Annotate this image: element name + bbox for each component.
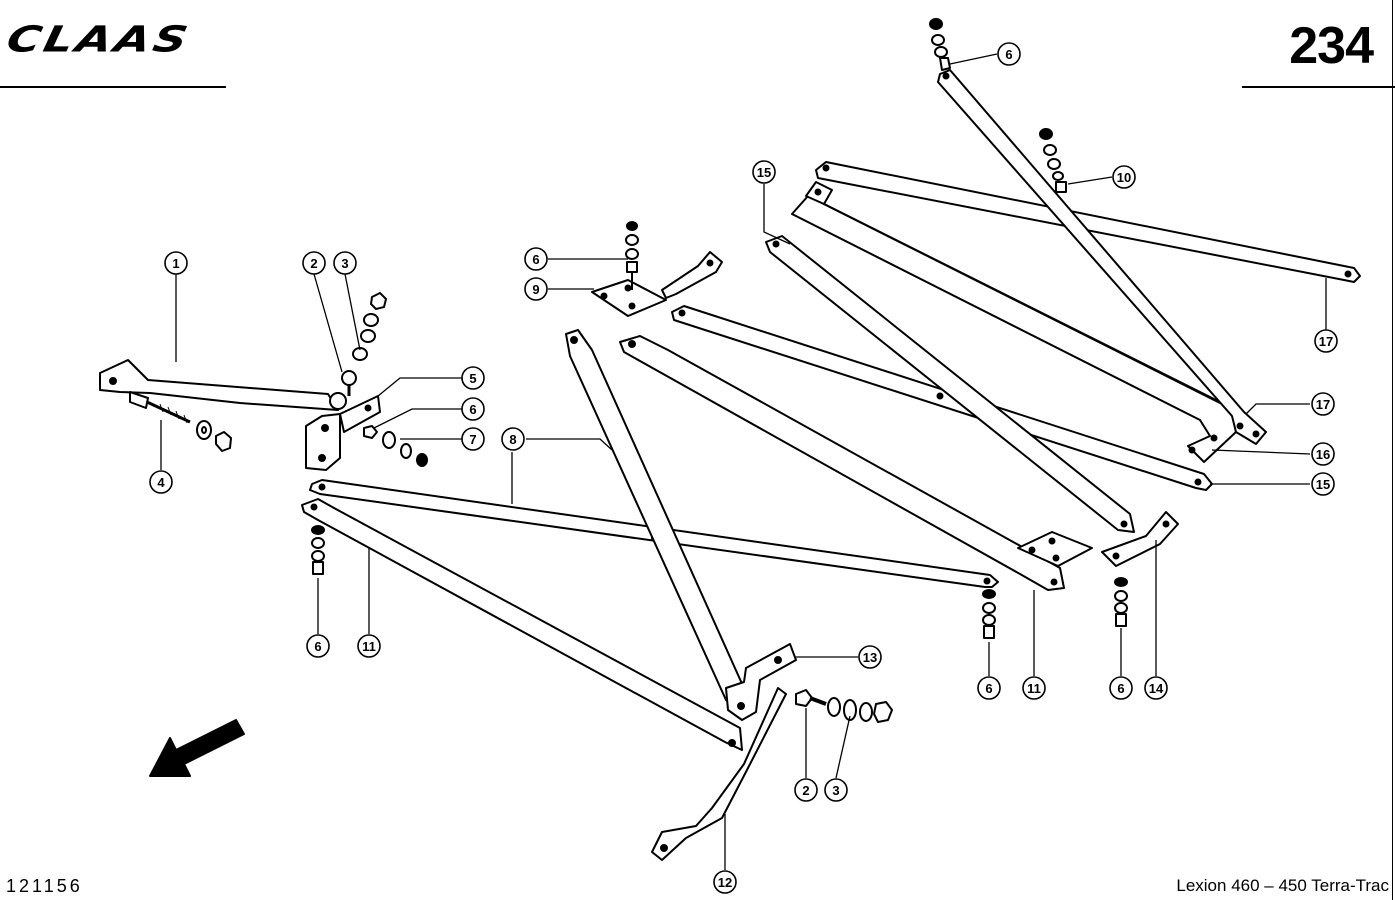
svg-text:15: 15: [1316, 477, 1330, 492]
svg-text:16: 16: [1316, 447, 1330, 462]
page-number: 234: [1289, 17, 1374, 75]
callout-15: 15: [1311, 472, 1335, 496]
svg-text:9: 9: [532, 282, 539, 297]
callout-5: 5: [461, 366, 485, 390]
callout-9: 9: [524, 277, 548, 301]
direction-arrow: [149, 719, 245, 777]
callout-10: 10: [1112, 165, 1136, 189]
callout-17: 17: [1311, 392, 1335, 416]
callout-6: 6: [1109, 676, 1133, 700]
svg-text:5: 5: [469, 371, 476, 386]
part-3-washers-upper: [352, 292, 387, 361]
part-6-hardware-lower-left: [311, 525, 325, 575]
callout-3: 3: [333, 251, 357, 275]
svg-text:10: 10: [1117, 170, 1131, 185]
svg-text:3: 3: [832, 783, 839, 798]
callout-2: 2: [302, 251, 326, 275]
part-6-hardware-top-left: [625, 221, 639, 290]
part-17-strut-diagonal: [937, 69, 1267, 445]
part-6-hardware-lower-middle: [982, 589, 996, 639]
part-1-brace: [99, 359, 339, 411]
part-6-hardware-lower-right: [1114, 577, 1128, 627]
svg-text:11: 11: [362, 639, 376, 654]
svg-text:1: 1: [172, 256, 179, 271]
svg-text:7: 7: [469, 432, 476, 447]
callout-7: 7: [461, 427, 485, 451]
svg-text:6: 6: [314, 639, 321, 654]
callout-6: 6: [306, 634, 330, 658]
part-11-strut-right: [619, 335, 1065, 591]
part-15-strut-upper: [765, 235, 1135, 533]
part-9-plate: [591, 279, 667, 317]
callout-4: 4: [149, 470, 173, 494]
callout-12: 12: [713, 870, 737, 894]
frame-border: [1392, 0, 1393, 900]
svg-text:4: 4: [157, 475, 165, 490]
svg-text:6: 6: [532, 252, 539, 267]
callout-15: 15: [752, 160, 776, 184]
callout-2: 2: [794, 778, 818, 802]
part-4-bolt: [129, 391, 191, 424]
svg-text:15: 15: [757, 165, 771, 180]
svg-text:11: 11: [1027, 681, 1041, 696]
svg-text:6: 6: [985, 681, 992, 696]
header-rule-right: [1242, 86, 1395, 88]
part-5-bracket: [305, 395, 381, 471]
callout-6: 6: [461, 397, 485, 421]
header-rule-left: [0, 86, 226, 88]
drawing-number: 121156: [6, 876, 83, 896]
model-name: Lexion 460 – 450 Terra-Trac: [1176, 876, 1389, 895]
svg-text:2: 2: [802, 783, 809, 798]
part-2-3-hardware-lower: [795, 689, 893, 723]
part-6-hardware-top-right: [929, 18, 951, 71]
nut: [215, 431, 232, 452]
callout-14: 14: [1144, 676, 1168, 700]
part-14-bracket: [1101, 511, 1179, 567]
part-6-7-hardware: [363, 425, 428, 467]
svg-text:6: 6: [1117, 681, 1124, 696]
svg-text:8: 8: [509, 432, 516, 447]
svg-text:6: 6: [1005, 47, 1012, 62]
svg-text:13: 13: [863, 650, 877, 665]
callout-3: 3: [824, 778, 848, 802]
callout-1: 1: [164, 251, 188, 275]
svg-text:2: 2: [310, 256, 317, 271]
callout-11: 11: [357, 634, 381, 658]
small-bracket: [661, 251, 723, 299]
svg-text:17: 17: [1319, 334, 1333, 349]
callout-16: 16: [1311, 442, 1335, 466]
callout-13: 13: [858, 645, 882, 669]
svg-text:3: 3: [341, 256, 348, 271]
part-11-strut-left: [301, 498, 743, 751]
part-12-foot-strut: [651, 687, 787, 861]
callout-17: 17: [1314, 329, 1338, 353]
callout-11: 11: [1022, 676, 1046, 700]
part-10-hardware: [1039, 128, 1067, 193]
svg-text:17: 17: [1316, 397, 1330, 412]
callout-6: 6: [524, 247, 548, 271]
callout-group: 1 2 3 4 5 6 7 8 6 9 6 11 15 6 10 17 17 1…: [149, 42, 1338, 894]
svg-text:14: 14: [1149, 681, 1164, 696]
callout-6: 6: [997, 42, 1021, 66]
svg-text:12: 12: [718, 875, 732, 890]
callout-8: 8: [501, 427, 525, 451]
part-2-bolt-upper: [341, 370, 357, 396]
part-17-strut-horizontal: [815, 161, 1361, 283]
leader-lines: [160, 53, 1327, 870]
svg-text:6: 6: [469, 402, 476, 417]
callout-6: 6: [977, 676, 1001, 700]
